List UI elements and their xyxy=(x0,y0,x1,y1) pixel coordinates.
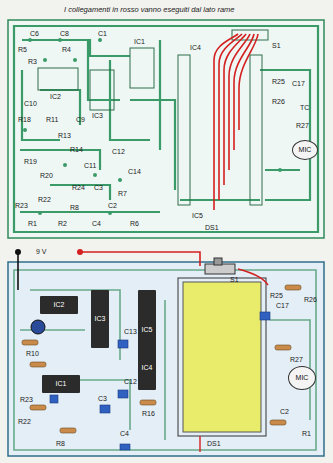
component-label: R27 xyxy=(296,122,309,130)
ic-outlines xyxy=(38,30,268,205)
positive-terminal xyxy=(77,249,83,255)
part-label: IC3 xyxy=(95,315,106,323)
component-label: R1 xyxy=(28,220,37,228)
component-label: R20 xyxy=(40,172,53,180)
part-label: MIC xyxy=(299,146,312,154)
part-label: IC1 xyxy=(56,380,67,388)
red-wire xyxy=(199,436,200,452)
component-label: DS1 xyxy=(205,224,219,232)
component-label: R5 xyxy=(18,46,27,54)
component-label: R25 xyxy=(272,78,285,86)
pcb-outline xyxy=(8,262,324,456)
ic-chip: IC3 xyxy=(91,290,109,348)
component-label: R27 xyxy=(290,356,303,364)
component-label: C6 xyxy=(30,30,39,38)
component-label: R23 xyxy=(15,202,28,210)
component-label: DS1 xyxy=(207,440,221,448)
part-label: IC5 xyxy=(142,326,153,334)
component-label: C14 xyxy=(128,168,141,176)
component-label: R8 xyxy=(56,440,65,448)
component-label: IC3 xyxy=(92,112,103,120)
component-label: C11 xyxy=(84,162,96,170)
component-label: R23 xyxy=(20,396,33,404)
switch-lever xyxy=(214,258,222,265)
component-label: C2 xyxy=(280,408,289,416)
component-label: R8 xyxy=(70,204,79,212)
component-label: IC1 xyxy=(134,38,145,46)
component-label: IC2 xyxy=(50,93,61,101)
lcd-frame xyxy=(178,278,266,436)
component-label: R2 xyxy=(58,220,67,228)
component-label: R25 xyxy=(270,292,283,300)
ic-chip: IC1 xyxy=(42,375,80,393)
component-label: S1 xyxy=(272,42,281,50)
component-label: R4 xyxy=(62,46,71,54)
component-label: R22 xyxy=(18,418,31,426)
component-label: R18 xyxy=(18,116,31,124)
component-label: C3 xyxy=(98,395,107,403)
component-label: R26 xyxy=(304,296,317,304)
component-label: R19 xyxy=(24,158,37,166)
component-label: R7 xyxy=(118,190,127,198)
component-label: R26 xyxy=(272,98,285,106)
part-label: IC2 xyxy=(54,301,65,309)
component-label: C12 xyxy=(112,148,125,156)
ic-chip: IC4 xyxy=(138,345,156,390)
copper-traces xyxy=(14,270,316,450)
component-label: R22 xyxy=(38,196,51,204)
black-wire xyxy=(17,252,19,290)
component-label: C2 xyxy=(108,202,117,210)
component-label: R3 xyxy=(28,58,37,66)
component-label: C4 xyxy=(120,430,129,438)
component-label: 9 V xyxy=(36,248,47,256)
component-label: C10 xyxy=(24,100,37,108)
note-text: I collegamenti in rosso vanno eseguiti d… xyxy=(64,6,235,14)
red-wires xyxy=(214,34,258,210)
component-label: C17 xyxy=(276,302,289,310)
component-label: TC xyxy=(300,104,309,112)
part-label: MIC xyxy=(296,374,309,382)
trimmer-symbol xyxy=(31,320,45,334)
component-label: C9 xyxy=(76,116,85,124)
red-wire xyxy=(238,269,268,285)
red-wire xyxy=(80,252,200,266)
pads xyxy=(23,38,282,215)
pcb-outline xyxy=(8,20,324,238)
component-label: C12 xyxy=(124,378,137,386)
copper-traces xyxy=(14,26,318,232)
component-label: IC4 xyxy=(190,44,201,52)
component-label: S1 xyxy=(230,276,239,284)
microphone-circle: MIC xyxy=(292,140,318,160)
component-label: R14 xyxy=(70,146,83,154)
component-label: C4 xyxy=(92,220,101,228)
component-label: IC5 xyxy=(192,212,203,220)
ic-chip: IC2 xyxy=(40,296,78,314)
negative-terminal xyxy=(15,249,21,255)
component-label: R11 xyxy=(46,116,58,124)
lcd-display xyxy=(183,282,261,432)
component-label: R16 xyxy=(142,410,155,418)
component-label: R10 xyxy=(26,350,39,358)
microphone-circle: MIC xyxy=(288,366,316,390)
component-label: C17 xyxy=(292,80,305,88)
component-label: C13 xyxy=(124,328,137,336)
component-label: C1 xyxy=(98,30,107,38)
component-label: R24 xyxy=(72,184,85,192)
resistor-symbols xyxy=(22,285,301,433)
capacitor-symbols xyxy=(50,312,270,450)
component-label: R1 xyxy=(302,430,311,438)
component-label: R6 xyxy=(130,220,139,228)
part-label: IC4 xyxy=(142,364,153,372)
component-label: R13 xyxy=(58,132,71,140)
component-label: C8 xyxy=(60,30,69,38)
component-label: C3 xyxy=(94,184,103,192)
